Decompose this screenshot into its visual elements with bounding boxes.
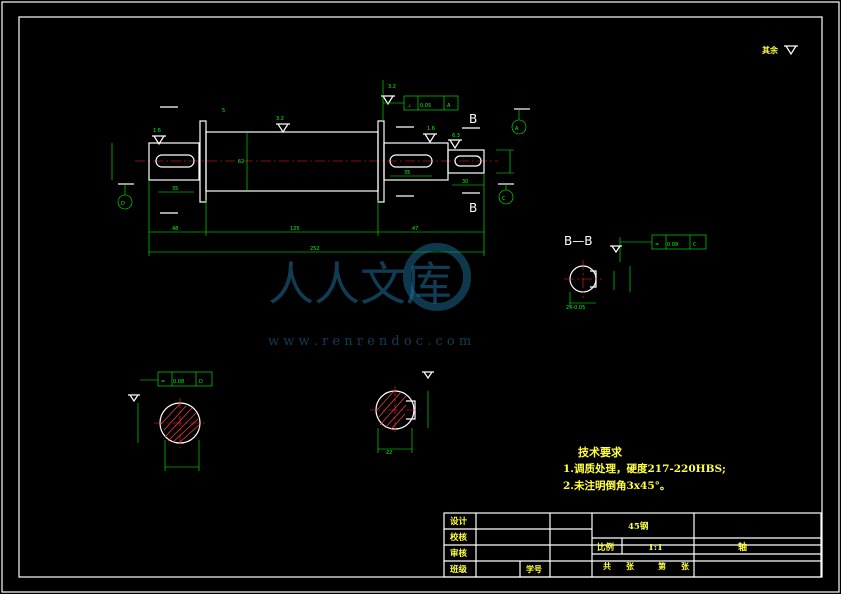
svg-text:审核: 审核 xyxy=(450,548,468,559)
roughness-symbol-icon xyxy=(784,45,798,56)
shaft-main-view xyxy=(135,120,498,203)
roughness-marks: 1.6 3.2 1.6 6.3 3.2 xyxy=(152,84,462,150)
svg-text:D: D xyxy=(199,379,203,385)
cut-letter-top: B xyxy=(469,112,477,126)
svg-text:1.6: 1.6 xyxy=(427,126,435,132)
svg-text:张: 张 xyxy=(626,561,635,571)
dim-dia-mid: 62 xyxy=(238,159,244,165)
keyway-end xyxy=(454,155,482,167)
svg-text:共: 共 xyxy=(603,561,611,571)
svg-text:2X-0.05: 2X-0.05 xyxy=(566,305,585,311)
svg-text:设计: 设计 xyxy=(450,516,468,527)
dim-shoulder: 5 xyxy=(222,108,225,114)
tech-title: 技术要求 xyxy=(578,445,623,459)
svg-text:w w w . r e n r e n d o c . c: w w w . r e n r e n d o c . c o m xyxy=(268,334,471,349)
main-dimensions: 252 48 125 47 35 35 30 62 5 xyxy=(111,108,514,256)
svg-text:C: C xyxy=(502,196,506,202)
dim-right-seg: 47 xyxy=(412,226,418,232)
svg-text:第: 第 xyxy=(658,561,666,571)
material: 45钢 xyxy=(628,521,649,532)
svg-text:D: D xyxy=(121,201,125,207)
tech-line-1: 1.调质处理，硬度217-220HBS; xyxy=(563,462,726,475)
surface-label: 其余 xyxy=(762,45,779,55)
svg-text:A: A xyxy=(515,126,519,132)
svg-text:1.6: 1.6 xyxy=(153,128,161,134)
svg-text:=: = xyxy=(161,379,165,385)
svg-text:校核: 校核 xyxy=(450,532,468,543)
tol-frame-a: ⊥ 0.05 A xyxy=(382,80,459,121)
cut-letter-bottom: B xyxy=(469,201,477,215)
section-marks xyxy=(118,106,530,214)
dim-key-right-len: 35 xyxy=(404,170,410,176)
svg-text:3.2: 3.2 xyxy=(276,116,284,122)
svg-text:0.08: 0.08 xyxy=(667,242,678,248)
tech-line-2: 2.未注明倒角3x45°。 xyxy=(563,479,670,492)
keyway-left xyxy=(155,154,195,168)
datum-c: C xyxy=(498,184,514,205)
svg-text:A: A xyxy=(447,103,451,109)
svg-text:人人文库: 人人文库 xyxy=(268,257,452,311)
svg-text:22: 22 xyxy=(386,450,392,456)
section-d: = 0.08 D xyxy=(128,371,213,471)
svg-text:C: C xyxy=(693,242,697,248)
section-bb: 2X-0.05 = 0.08 C xyxy=(564,234,707,311)
watermark: 人人文库 w w w . r e n r e n d o c . c o m xyxy=(268,243,471,349)
title-block: 设计 校核 审核 班级 学号 45钢 比例 1:1 轴 共 张 第 张 xyxy=(443,512,822,578)
datum-a: A xyxy=(511,109,527,135)
part-name: 轴 xyxy=(738,541,747,553)
datum-d: D xyxy=(117,184,133,210)
inner-frame xyxy=(18,16,823,578)
svg-text:0.08: 0.08 xyxy=(173,379,184,385)
scale-value: 1:1 xyxy=(648,543,663,553)
svg-text:⊥: ⊥ xyxy=(407,103,411,109)
svg-text:张: 张 xyxy=(681,561,690,571)
svg-text:0.05: 0.05 xyxy=(420,103,431,109)
svg-text:3.2: 3.2 xyxy=(388,84,396,90)
dim-key-left: 35 xyxy=(172,186,178,192)
dim-overall: 252 xyxy=(310,246,320,252)
svg-text:学号: 学号 xyxy=(526,564,542,574)
svg-text:=: = xyxy=(655,242,659,248)
svg-text:6.3: 6.3 xyxy=(452,133,460,139)
svg-text:比例: 比例 xyxy=(597,542,615,553)
keyway-right xyxy=(389,154,433,168)
dim-middle-seg: 125 xyxy=(290,226,300,232)
tech-requirements: 技术要求 1.调质处理，硬度217-220HBS; 2.未注明倒角3x45°。 xyxy=(563,445,726,492)
section-c: 22 xyxy=(370,371,434,456)
dim-left-seg: 48 xyxy=(172,226,178,232)
dim-key-end: 30 xyxy=(462,179,468,185)
svg-text:班级: 班级 xyxy=(450,564,468,575)
section-label-bb: B—B xyxy=(564,234,592,248)
